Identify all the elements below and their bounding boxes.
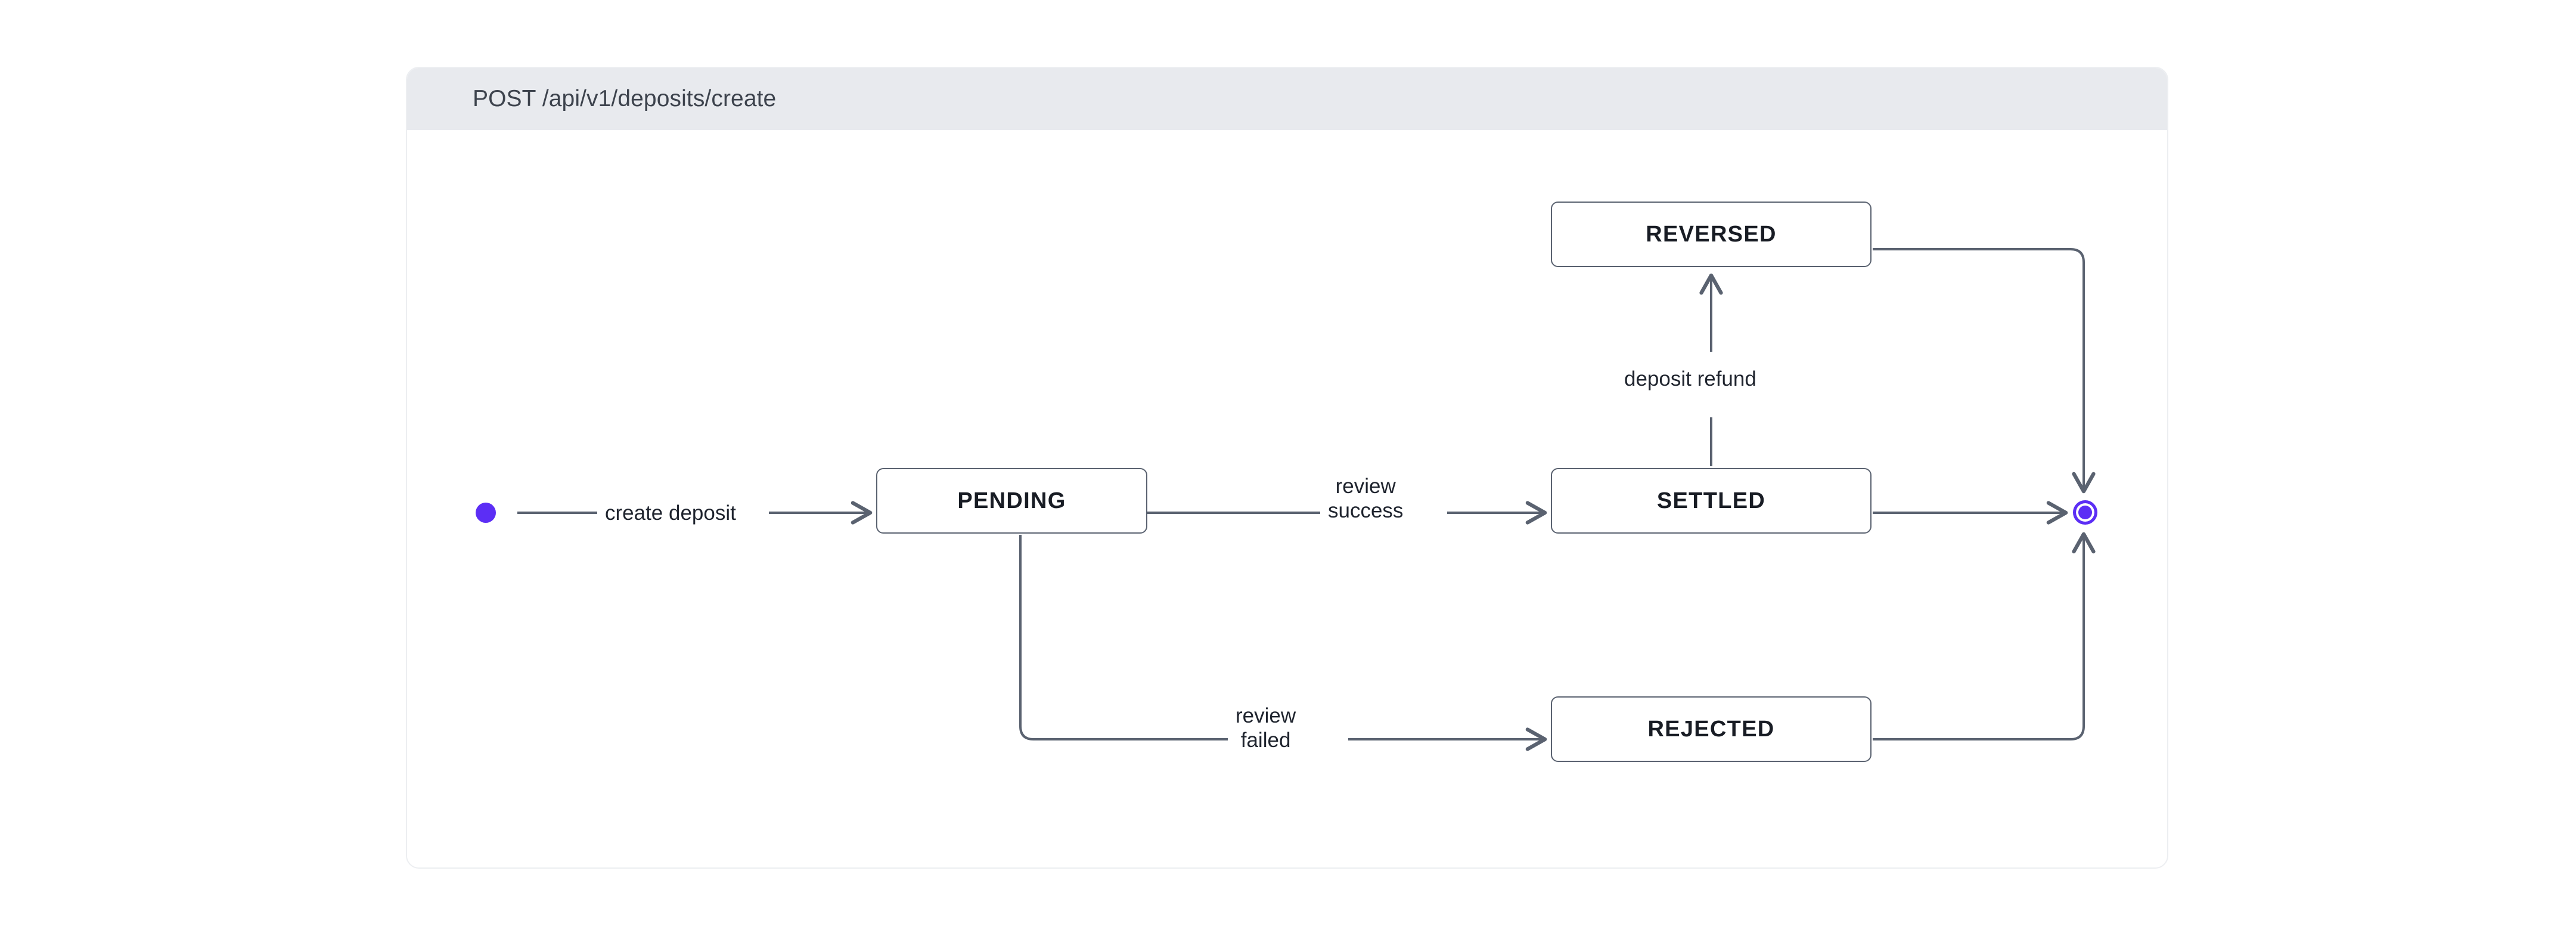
edge-label-create-deposit: create deposit: [599, 501, 742, 526]
panel-header-title: POST /api/v1/deposits/create: [473, 86, 777, 111]
edge-label-review-success: review success: [1322, 474, 1410, 523]
state-node-pending-label: PENDING: [957, 488, 1066, 513]
state-node-reversed-label: REVERSED: [1646, 221, 1777, 247]
panel-body: [407, 130, 2167, 867]
state-node-pending[interactable]: PENDING: [876, 468, 1147, 534]
edge-label-deposit-refund-line1: deposit refund: [1624, 367, 1756, 391]
edge-label-review-failed-line1: review: [1236, 704, 1296, 727]
edge-label-review-success-line1: review: [1335, 475, 1396, 498]
edge-label-review-failed-line2: failed: [1240, 729, 1291, 752]
edge-label-create-deposit-line1: create deposit: [605, 501, 736, 525]
final-state-ring-icon: [2073, 500, 2097, 525]
state-node-settled[interactable]: SETTLED: [1551, 468, 1872, 534]
state-node-reversed[interactable]: REVERSED: [1551, 202, 1872, 267]
state-node-rejected[interactable]: REJECTED: [1551, 696, 1872, 762]
edge-label-review-failed: review failed: [1230, 704, 1302, 753]
state-node-settled-label: SETTLED: [1656, 488, 1766, 513]
edge-label-deposit-refund: deposit refund: [1618, 367, 1762, 392]
state-node-rejected-label: REJECTED: [1647, 716, 1775, 742]
panel-header: POST /api/v1/deposits/create: [407, 68, 2167, 130]
edge-label-review-success-line2: success: [1328, 499, 1404, 523]
initial-state-dot-icon: [476, 503, 496, 523]
